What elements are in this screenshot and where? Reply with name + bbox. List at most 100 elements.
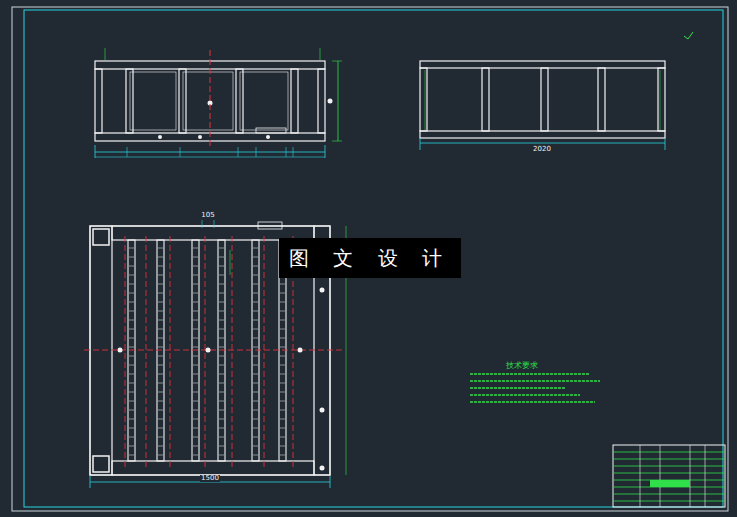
drawing-line xyxy=(202,220,203,228)
slat-notch xyxy=(219,419,224,420)
slat-notch xyxy=(158,284,163,285)
sheet-inner-border xyxy=(24,10,723,507)
slat-notch xyxy=(158,311,163,312)
title-block-row xyxy=(613,459,725,460)
slat-notch xyxy=(219,293,224,294)
hole-mark xyxy=(118,348,123,353)
slat-notch xyxy=(129,293,134,294)
sheet-border xyxy=(12,7,728,511)
center-line xyxy=(205,236,206,468)
slat-notch xyxy=(253,437,258,438)
drawing-line xyxy=(127,147,128,157)
slat-notch xyxy=(219,365,224,366)
drawing-line xyxy=(105,48,106,60)
corner-plate xyxy=(93,456,109,472)
check-mark xyxy=(688,32,693,39)
slat-notch xyxy=(158,428,163,429)
slat-notch xyxy=(219,437,224,438)
slat-notch xyxy=(158,392,163,393)
hole-mark xyxy=(298,348,303,353)
slat-notch xyxy=(219,275,224,276)
slat-notch xyxy=(158,383,163,384)
slat-notch xyxy=(219,311,224,312)
slat-notch xyxy=(253,266,258,267)
slat-notch xyxy=(219,428,224,429)
slat-notch xyxy=(129,311,134,312)
frame-member xyxy=(420,68,427,131)
drawing-line xyxy=(286,147,287,157)
slat-notch xyxy=(158,374,163,375)
slat-notch xyxy=(219,401,224,402)
title-block-row xyxy=(613,473,725,474)
slat-notch xyxy=(253,446,258,447)
drawing-line xyxy=(238,147,239,157)
slat-notch xyxy=(219,374,224,375)
slat-notch xyxy=(193,293,198,294)
slat-notch xyxy=(129,248,134,249)
dimension-text: 105 xyxy=(200,212,215,219)
frame-member xyxy=(95,69,102,133)
slat-notch xyxy=(280,383,285,384)
slat-notch xyxy=(158,446,163,447)
watermark-text: 图 文 设 计 xyxy=(289,245,451,272)
note-line xyxy=(470,373,590,374)
drawing-line xyxy=(330,476,331,488)
frame-member xyxy=(420,131,665,138)
slat-notch xyxy=(253,338,258,339)
slat-notch xyxy=(193,284,198,285)
hole-mark xyxy=(320,408,325,413)
slat-notch xyxy=(158,320,163,321)
hole-mark xyxy=(198,135,202,139)
slat-notch xyxy=(280,302,285,303)
slat-notch xyxy=(129,302,134,303)
center-line xyxy=(125,236,126,468)
slat xyxy=(128,240,135,461)
slat-notch xyxy=(129,446,134,447)
title-block-col xyxy=(705,445,706,507)
dimension-text: 2020 xyxy=(532,146,552,153)
slat-notch xyxy=(158,419,163,420)
slat-notch xyxy=(193,320,198,321)
frame-member xyxy=(541,68,548,131)
slat-notch xyxy=(129,275,134,276)
slat-notch xyxy=(253,347,258,348)
title-block-row xyxy=(613,452,725,453)
drawing-line xyxy=(332,61,342,62)
bracket xyxy=(256,128,286,133)
slat-notch xyxy=(129,320,134,321)
slat-notch xyxy=(253,401,258,402)
slat-notch xyxy=(253,329,258,330)
dimension-line xyxy=(95,152,325,153)
drawing-line xyxy=(660,70,661,130)
frame-member xyxy=(179,69,186,133)
drawing-line xyxy=(230,250,231,275)
slat-notch xyxy=(129,284,134,285)
slat-notch xyxy=(193,446,198,447)
slat-notch xyxy=(280,320,285,321)
slat-notch xyxy=(193,257,198,258)
hole-mark xyxy=(266,135,270,139)
slat-notch xyxy=(253,275,258,276)
frame-member xyxy=(482,68,489,131)
slat-notch xyxy=(193,392,198,393)
slat-notch xyxy=(193,338,198,339)
slat-notch xyxy=(253,302,258,303)
slat-notch xyxy=(253,455,258,456)
frame-member xyxy=(126,69,133,133)
panel-outline xyxy=(183,72,233,130)
slat-notch xyxy=(158,410,163,411)
slat-notch xyxy=(280,392,285,393)
title-block-row xyxy=(613,466,725,467)
slat-notch xyxy=(219,266,224,267)
slat-notch xyxy=(219,356,224,357)
slat-notch xyxy=(193,428,198,429)
slat-notch xyxy=(129,437,134,438)
slat-notch xyxy=(219,284,224,285)
slat-notch xyxy=(193,401,198,402)
slat-notch xyxy=(280,293,285,294)
hole-mark xyxy=(320,288,325,293)
frame-member xyxy=(318,69,325,133)
slat-notch xyxy=(280,374,285,375)
slat-notch xyxy=(253,257,258,258)
